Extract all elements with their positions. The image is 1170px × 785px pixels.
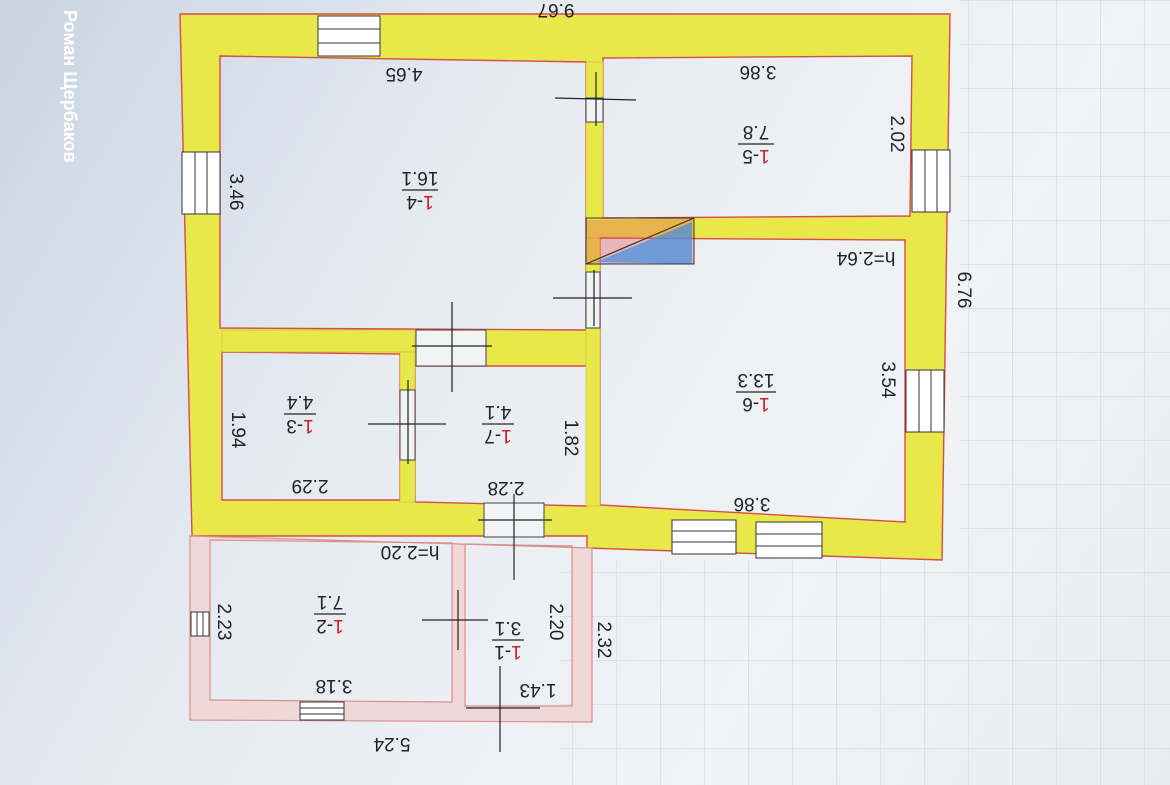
ceiling-annex: h=2.20 [381, 541, 440, 562]
room-label-5: 1-5 7.8 [738, 121, 774, 166]
room7-number: 7 [484, 425, 495, 446]
dim-room2-width: 3.18 [316, 675, 353, 696]
window-top [317, 15, 381, 57]
svg-text:1-4: 1-4 [406, 191, 434, 212]
dim-room7-width: 2.28 [488, 477, 525, 498]
door-symbols [368, 72, 637, 752]
room-labels: 1-4 16.1 1-5 7.8 1-6 13.3 1-3 4.4 1-7 4.… [284, 121, 776, 662]
dimension-labels: 9.67 6.76 5.24 2.32 h=2.64 h=2.20 4.65 3… [213, 0, 974, 754]
door-openings [399, 97, 604, 538]
dim-room7-depth: 1.82 [560, 420, 581, 457]
room-label-4: 1-4 16.1 [402, 167, 439, 212]
room4-area: 16.1 [402, 167, 439, 188]
window-annex-left [190, 611, 210, 637]
graph-paper-grid [560, 560, 1170, 785]
room-label-1: 1-1 3.1 [492, 617, 524, 662]
svg-text:1-6: 1-6 [742, 393, 769, 414]
room5-number: 5 [742, 145, 753, 166]
author-watermark: Роман Щербаков [38, 10, 98, 240]
room1-number: 1 [494, 641, 505, 662]
svg-text:1-2: 1-2 [316, 615, 343, 636]
dim-overall-height: 6.76 [953, 272, 974, 309]
dim-room6-width: 3.86 [734, 493, 771, 514]
window-right-upper [911, 149, 951, 213]
window-left [181, 151, 221, 215]
dim-room1-width: 1.43 [520, 679, 557, 700]
svg-text:1-7: 1-7 [484, 425, 511, 446]
room6-number: 6 [742, 393, 753, 414]
dim-annex-width: 5.24 [373, 733, 410, 754]
window-annex-bottom [299, 701, 345, 721]
room3-area: 4.4 [286, 391, 313, 412]
svg-text:1-1: 1-1 [494, 641, 521, 662]
dim-room1-depth: 2.20 [545, 604, 566, 641]
room4-number: 4 [406, 191, 417, 212]
svg-text:1-5: 1-5 [742, 145, 769, 166]
room-label-6: 1-6 13.3 [736, 369, 776, 414]
svg-text:1-3: 1-3 [286, 415, 313, 436]
dim-room6-depth: 3.54 [877, 362, 898, 399]
dim-room2-depth: 2.23 [213, 604, 234, 641]
room-label-2: 1-2 7.1 [314, 591, 346, 636]
annex-walls [189, 535, 593, 723]
dim-overall-width: 9.67 [538, 0, 575, 20]
dim-annex-depth: 2.32 [593, 622, 614, 659]
dim-room4-width: 4.65 [386, 63, 423, 84]
window-right-lower [905, 369, 945, 433]
room6-area: 13.3 [738, 369, 775, 390]
dim-room3-width: 2.29 [292, 475, 329, 496]
windows [181, 15, 951, 721]
window-bottom-left [671, 519, 737, 555]
author-name: Роман Щербаков [60, 10, 80, 163]
stairs [585, 217, 695, 265]
room5-area: 7.8 [743, 121, 769, 142]
dim-room5-width: 3.86 [740, 61, 777, 82]
ceiling-main: h=2.64 [836, 247, 895, 268]
room7-area: 4.1 [485, 401, 511, 422]
dim-room5-depth: 2.02 [886, 116, 907, 153]
room-label-7: 1-7 4.1 [482, 401, 514, 446]
room-label-3: 1-3 4.4 [284, 391, 316, 436]
room2-area: 7.1 [317, 591, 343, 612]
room2-number: 2 [316, 615, 327, 636]
dim-room4-depth: 3.46 [225, 174, 246, 211]
window-bottom-right [755, 521, 823, 559]
dim-room3-depth: 1.94 [227, 412, 248, 449]
room1-area: 3.1 [495, 617, 521, 638]
graph-paper-grid-right [960, 0, 1170, 560]
room3-number: 3 [286, 415, 297, 436]
